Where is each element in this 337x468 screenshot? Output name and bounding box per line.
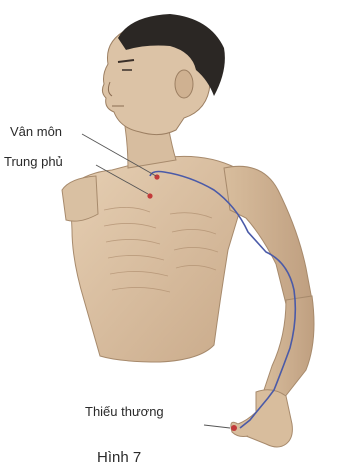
upper-arm	[224, 166, 312, 306]
hand	[238, 390, 293, 447]
left-shoulder	[62, 176, 98, 221]
label-thieu-thuong: Thiếu thương	[85, 404, 164, 419]
trung-phu-point	[147, 193, 152, 198]
forearm	[262, 296, 314, 401]
label-trung-phu: Trung phủ	[4, 154, 63, 169]
figure-caption: Hình 7	[97, 449, 141, 466]
ear	[175, 70, 193, 98]
label-van-mon: Vân môn	[10, 124, 62, 139]
thieu-thuong-point	[231, 425, 237, 431]
thieu-thuong-pointer	[204, 425, 230, 428]
